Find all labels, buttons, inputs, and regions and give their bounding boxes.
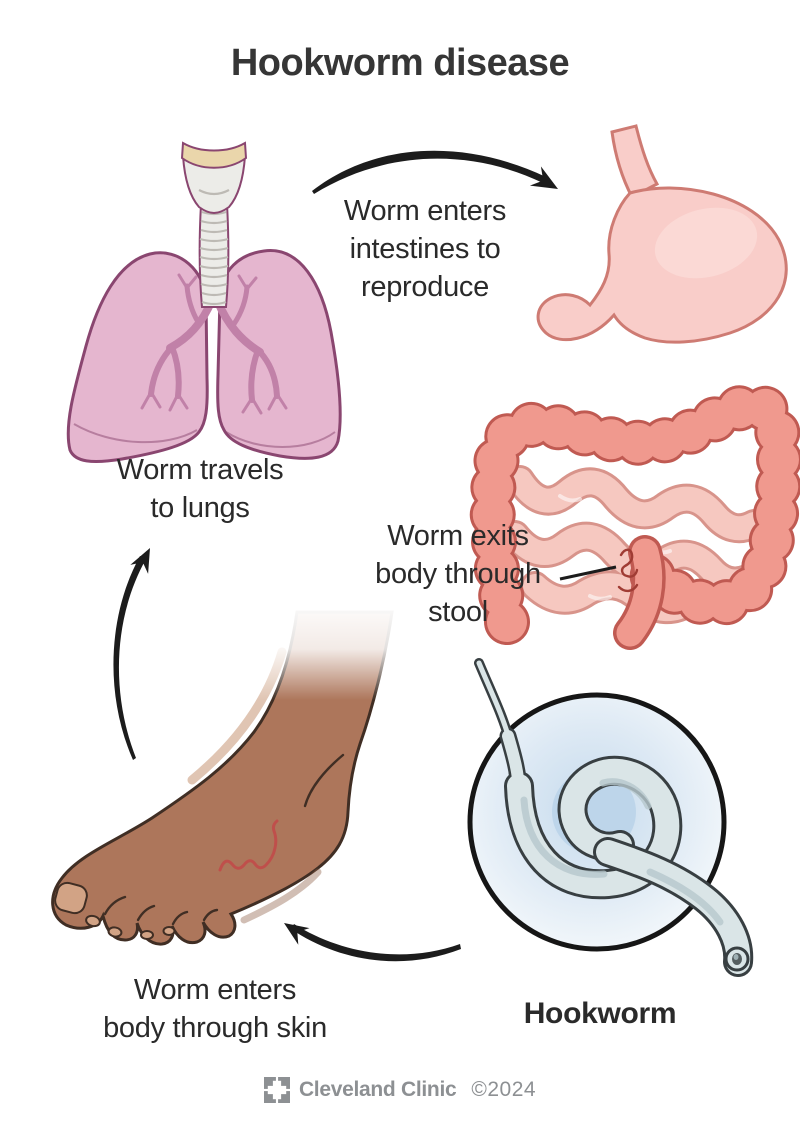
arrow-hookworm-to-foot — [284, 923, 461, 962]
label-worm-exits-stool: Worm exits body through stool — [375, 520, 541, 628]
lungs-illustration — [66, 141, 342, 464]
cycle-arrows — [113, 150, 558, 962]
intestines-illustration — [469, 124, 800, 650]
epiglottis-band — [180, 141, 248, 169]
bronchial-tree — [140, 273, 288, 415]
hookworm-shading — [520, 778, 724, 926]
cleveland-clinic-logo-icon — [263, 1077, 290, 1103]
hookworm-illustration — [467, 658, 754, 977]
leg-fade — [258, 598, 406, 700]
page-title: Hookworm disease — [230, 42, 570, 84]
label-worm-enters-intestines: Worm enters intestines to reproduce — [343, 195, 507, 303]
label-worm-enters-skin: Worm enters body through skin — [103, 974, 327, 1044]
ankle-crease — [303, 753, 345, 808]
foot-illustration — [51, 598, 406, 946]
label-hookworm: Hookworm — [523, 997, 677, 1030]
footer: Cleveland Clinic ©2024 — [0, 1077, 800, 1103]
label-worm-travels-to-lungs: Worm travels to lungs — [116, 454, 284, 524]
arrow-foot-to-lungs — [113, 548, 150, 760]
esophagus — [610, 124, 660, 200]
toe-creases — [103, 895, 219, 926]
copyright: ©2024 — [471, 1078, 537, 1101]
hookworm-body — [476, 660, 680, 897]
worm-in-rectum — [617, 548, 639, 593]
trachea — [198, 203, 230, 308]
toenails — [85, 914, 176, 940]
brand-name: Cleveland Clinic — [298, 1078, 457, 1101]
stool-pointer-line — [559, 565, 617, 581]
worm-track-on-foot — [218, 819, 279, 872]
big-toenail — [54, 881, 88, 915]
arrow-lungs-to-intestines — [312, 150, 558, 194]
